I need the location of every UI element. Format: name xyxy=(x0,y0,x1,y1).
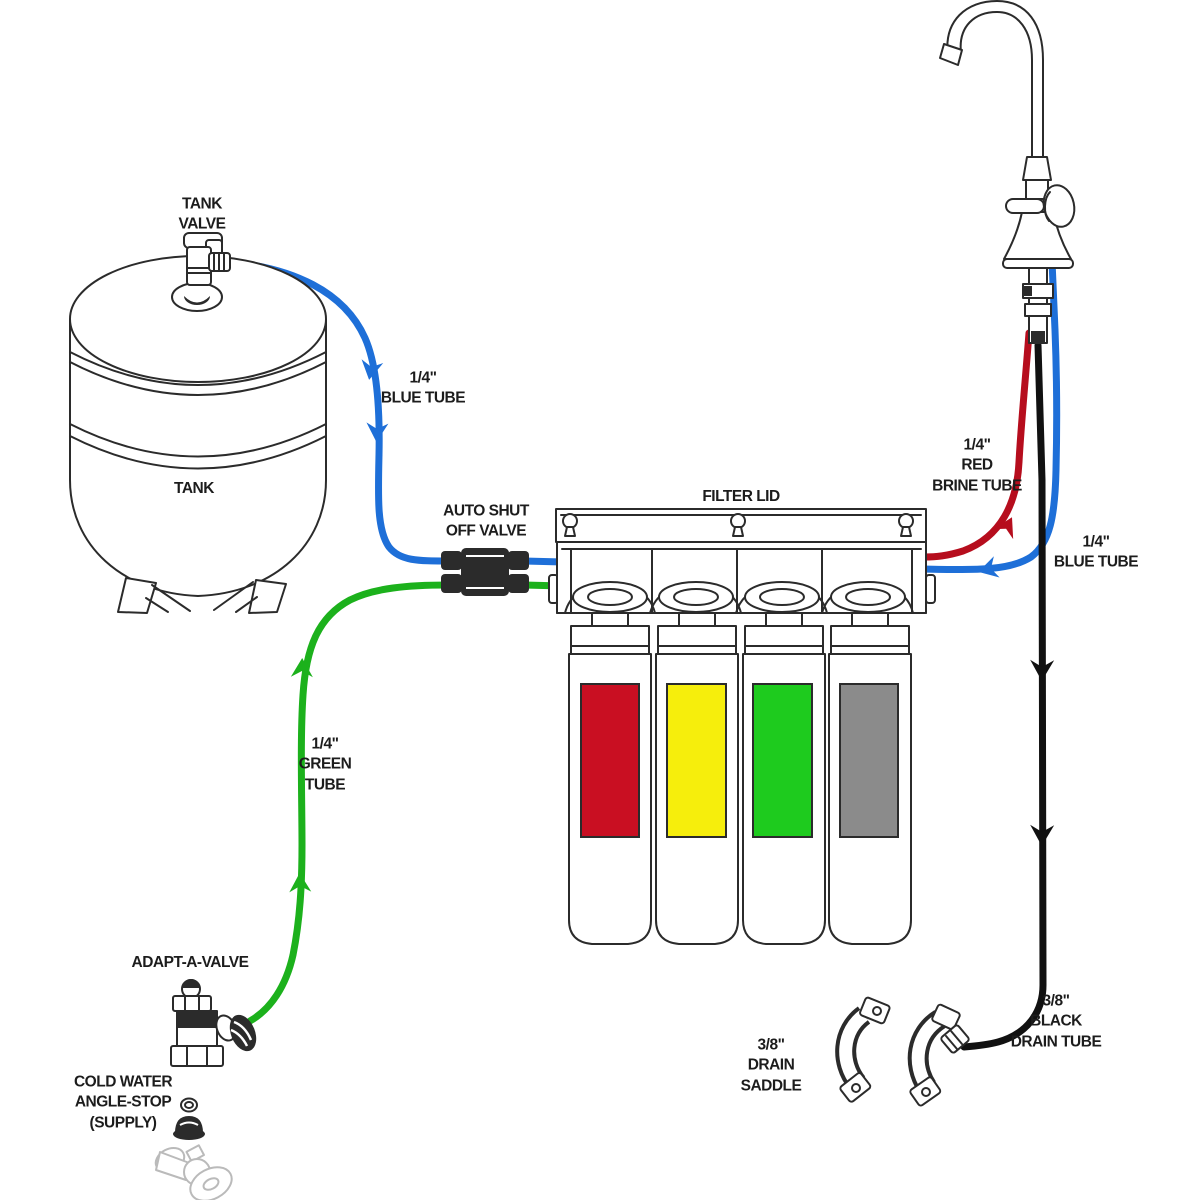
tank-valve-label: TANK VALVE xyxy=(178,195,226,233)
cartridge-color-label xyxy=(666,683,727,838)
cartridge-color-label xyxy=(752,683,813,838)
keyhole-slot-icon xyxy=(730,513,746,537)
flow-arrow-icon xyxy=(993,517,1014,540)
cold-water-angle-stop xyxy=(154,1097,233,1200)
filter-cartridge-1 xyxy=(568,613,652,945)
drain-saddle xyxy=(835,996,970,1107)
cartridge-color-label xyxy=(580,683,640,838)
flow-arrow-icon xyxy=(290,658,313,678)
flow-arrow-icon xyxy=(1030,659,1055,681)
red-brine-tube-label: 1/4" RED BRINE TUBE xyxy=(932,436,1022,495)
adapt-a-valve xyxy=(170,979,257,1067)
cold-water-angle-stop-label: COLD WATER ANGLE-STOP (SUPPLY) xyxy=(73,1073,173,1132)
flow-arrow-icon xyxy=(289,873,312,893)
tank-label: TANK xyxy=(174,479,214,497)
flow-arrow-icon xyxy=(1030,824,1055,846)
red-brine-tube xyxy=(920,329,1033,561)
faucet xyxy=(939,0,1076,344)
filter-lid-label: FILTER LID xyxy=(702,487,780,505)
green-tube-label: 1/4" GREEN TUBE xyxy=(298,735,352,794)
faucet-handle-lever xyxy=(1005,198,1045,214)
auto-shut-off-valve-label: AUTO SHUT OFF VALVE xyxy=(443,502,529,540)
blue-tube-right-label: 1/4" BLUE TUBE xyxy=(1053,533,1139,571)
keyhole-slot-icon xyxy=(898,513,914,537)
black-drain-tube-label: 3/8" BLACK DRAIN TUBE xyxy=(1010,992,1102,1051)
keyhole-slot-icon xyxy=(562,513,578,537)
drain-saddle-label: 3/8" DRAIN SADDLE xyxy=(740,1036,802,1095)
flow-arrow-icon xyxy=(978,556,1000,578)
auto-shut-off-valve xyxy=(441,548,529,596)
flow-arrow-icon xyxy=(366,422,389,442)
adapt-a-valve-label: ADAPT-A-VALVE xyxy=(131,953,249,971)
storage-tank xyxy=(69,255,327,614)
flow-arrow-icon xyxy=(361,359,384,380)
blue-tube-left-label: 1/4" BLUE TUBE xyxy=(380,369,466,407)
filter-cartridge-2 xyxy=(655,613,739,945)
supply-valve-ghost xyxy=(154,1144,233,1200)
filter-cartridge-4 xyxy=(828,613,912,945)
filter-lid xyxy=(548,508,936,614)
black-drain-tube xyxy=(960,341,1055,1051)
green-tube xyxy=(246,581,564,1025)
filter-cartridge-3 xyxy=(742,613,826,945)
cartridge-color-label xyxy=(839,683,899,838)
tank-valve xyxy=(183,232,231,286)
blue-tube-faucet-section xyxy=(920,257,1061,578)
